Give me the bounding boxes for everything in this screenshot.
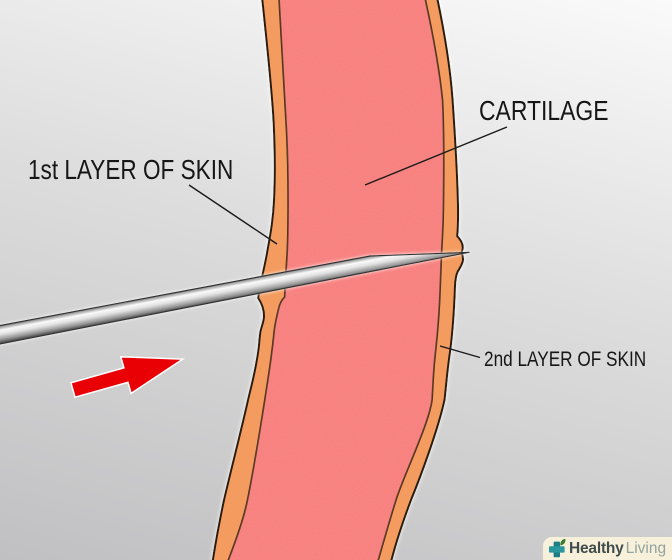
- label-first-layer-of-skin: 1st LAYER OF SKIN: [28, 153, 234, 185]
- label-cartilage: CARTILAGE: [479, 95, 609, 127]
- direction-arrow-icon: [70, 356, 186, 399]
- needle: [0, 251, 470, 345]
- logo-text-living: Living: [625, 539, 667, 557]
- leader-line-second-layer: [439, 345, 481, 359]
- logo-text-healthy: Healthy: [569, 539, 624, 557]
- leader-line-cartilage: [364, 126, 508, 186]
- leader-line-first-layer: [188, 184, 278, 245]
- medical-cross-leaf-icon: [549, 538, 566, 558]
- label-second-layer-of-skin: 2nd LAYER OF SKIN: [484, 348, 647, 372]
